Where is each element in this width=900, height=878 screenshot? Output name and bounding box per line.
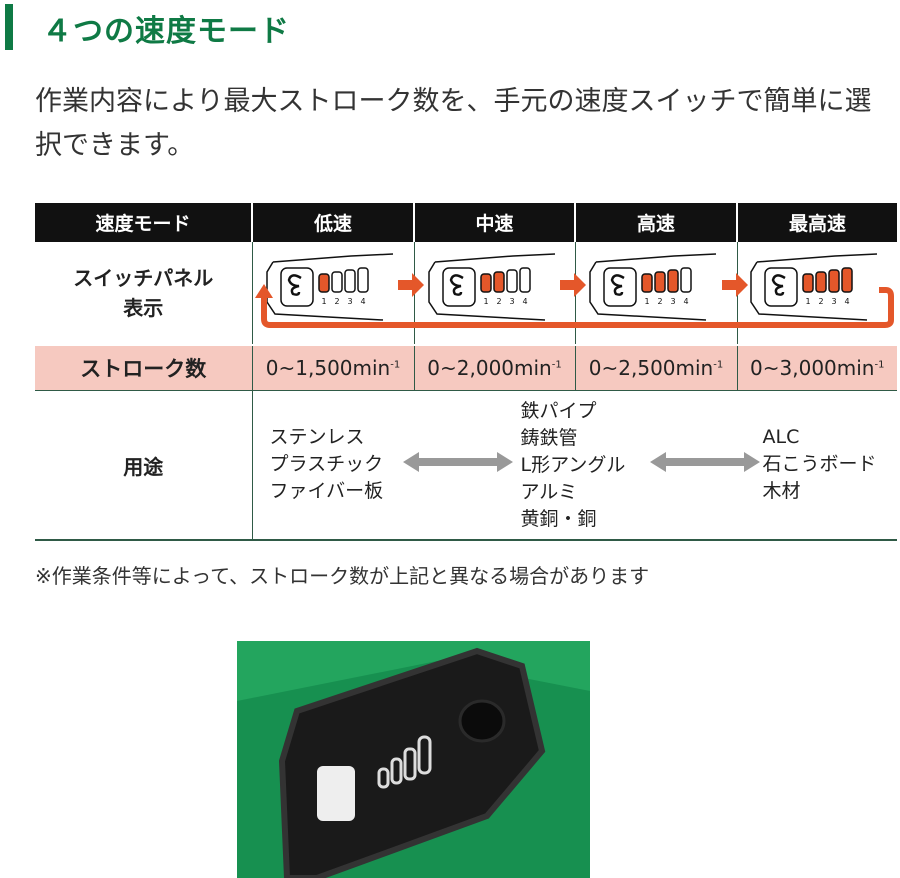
title-accent-bar — [5, 4, 13, 50]
level-bar — [828, 269, 840, 293]
level-bar — [802, 273, 814, 293]
footnote: ※作業条件等によって、ストローク数が上記と異なる場合があります — [35, 564, 650, 588]
double-arrow-icon — [402, 452, 513, 472]
drill-spiral-icon — [287, 274, 302, 296]
level-number: 4 — [360, 297, 365, 306]
panel-label: スイッチパネル表示 — [73, 266, 214, 320]
drill-spiral-icon — [771, 274, 786, 296]
header-cell: 速度モード — [35, 203, 252, 242]
stroke-value: 0~2,500min-1 — [574, 344, 737, 391]
level-bar — [479, 273, 492, 293]
header-cell: 中速 — [413, 203, 575, 242]
level-bar — [654, 271, 666, 293]
level-number: 3 — [347, 297, 352, 306]
drill-spiral-icon — [449, 274, 464, 296]
level-number: 4 — [522, 297, 527, 306]
header-cell: 最高速 — [736, 203, 897, 242]
level-bar — [841, 267, 853, 293]
level-number: 2 — [496, 297, 501, 306]
level-number: 3 — [832, 297, 837, 306]
arrow-head-icon — [255, 284, 273, 298]
header-cell: 高速 — [574, 203, 737, 242]
level-number: 1 — [321, 297, 326, 306]
level-number: 3 — [509, 297, 514, 306]
mode-cycle-arrows — [255, 273, 894, 328]
stroke-value: 0~2,000min-1 — [413, 344, 575, 391]
lead-text: 作業内容により最大ストローク数を、手元の速度スイッチで簡単に選択できます。 — [35, 86, 872, 161]
level-bar — [518, 267, 531, 293]
level-bar — [815, 271, 827, 293]
switch-panel-photo — [237, 641, 590, 878]
level-bar — [492, 271, 505, 293]
level-number: 1 — [644, 297, 649, 306]
use-label: 用途 — [35, 390, 252, 541]
use-group-low: ステンレスプラスチックファイバー板 — [269, 426, 384, 502]
stroke-label: ストローク数 — [35, 344, 252, 391]
header-row: 速度モード 低速 中速 高速 最高速 — [35, 203, 897, 242]
level-number: 1 — [806, 297, 811, 306]
level-bar — [667, 269, 679, 293]
drill-spiral-icon — [610, 274, 625, 296]
level-number: 2 — [334, 297, 339, 306]
level-bar — [641, 273, 653, 293]
level-number: 4 — [683, 297, 688, 306]
double-arrow-icon — [649, 452, 760, 472]
stroke-value: 0~3,000min-1 — [736, 344, 897, 391]
level-bar — [505, 269, 518, 293]
level-bar — [680, 267, 692, 293]
level-bar — [357, 267, 369, 293]
level-bar — [318, 273, 330, 293]
level-number: 1 — [483, 297, 488, 306]
level-number: 3 — [670, 297, 675, 306]
level-number: 2 — [657, 297, 662, 306]
level-bar — [344, 269, 356, 293]
stroke-value: 0~1,500min-1 — [251, 344, 414, 391]
level-number: 2 — [819, 297, 824, 306]
level-bar — [331, 271, 343, 293]
stroke-row: ストローク数 0~1,500min-1 0~2,000min-1 0~2,500… — [35, 344, 897, 391]
level-number: 4 — [845, 297, 850, 306]
section-title: ４つの速度モード — [42, 14, 290, 49]
header-cell: 低速 — [251, 203, 414, 242]
